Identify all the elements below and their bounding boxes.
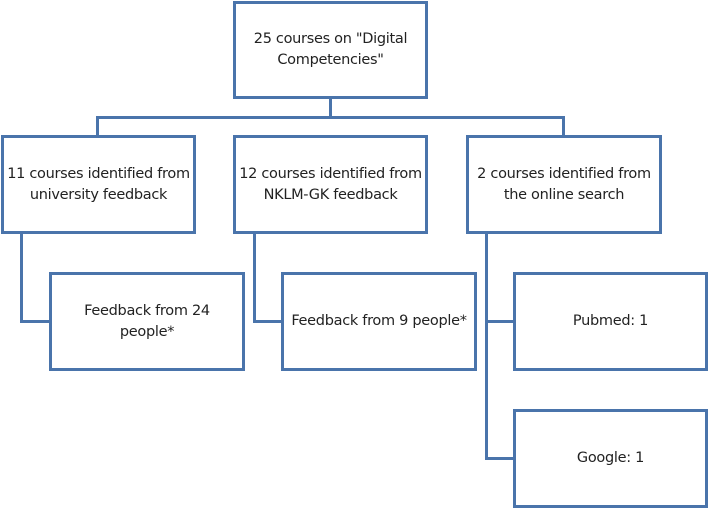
connector-branch2-child-vertical: [253, 232, 256, 323]
branch-node-label: 11 courses identified from university fe…: [7, 165, 190, 203]
branch-node-university: 11 courses identified from university fe…: [1, 135, 196, 234]
child-node-nklm-feedback: Feedback from 9 people*: [281, 272, 477, 371]
connector-root-down: [329, 96, 332, 118]
child-node-label: Feedback from 24 people*: [84, 302, 210, 340]
root-node: 25 courses on "Digital Competencies": [233, 1, 428, 99]
branch-node-nklm: 12 courses identified from NKLM-GK feedb…: [233, 135, 428, 234]
child-node-university-feedback: Feedback from 24 people*: [49, 272, 245, 371]
connector-branch3-down: [562, 116, 565, 138]
child-node-label: Google: 1: [576, 450, 645, 466]
connector-branch1-down: [96, 116, 99, 138]
connector-branch2-child-horizontal: [253, 320, 284, 323]
connector-horizontal-bus: [96, 116, 565, 119]
connector-branch3-child1-horizontal: [485, 320, 516, 323]
connector-branch1-child-vertical: [20, 232, 23, 323]
connector-branch3-child2-horizontal: [485, 457, 516, 460]
connector-branch3-child-vertical: [485, 232, 488, 460]
child-node-pubmed: Pubmed: 1: [513, 272, 708, 371]
child-node-google: Google: 1: [513, 409, 708, 508]
root-node-label: 25 courses on "Digital Competencies": [253, 31, 408, 68]
child-node-label: Feedback from 9 people*: [291, 313, 467, 329]
branch-node-label: 12 courses identified from NKLM-GK feedb…: [239, 165, 422, 203]
connector-branch1-child-horizontal: [20, 320, 52, 323]
branch-node-label: 2 courses identified from the online sea…: [477, 165, 651, 203]
child-node-label: Pubmed: 1: [572, 313, 649, 329]
branch-node-online-search: 2 courses identified from the online sea…: [466, 135, 662, 234]
